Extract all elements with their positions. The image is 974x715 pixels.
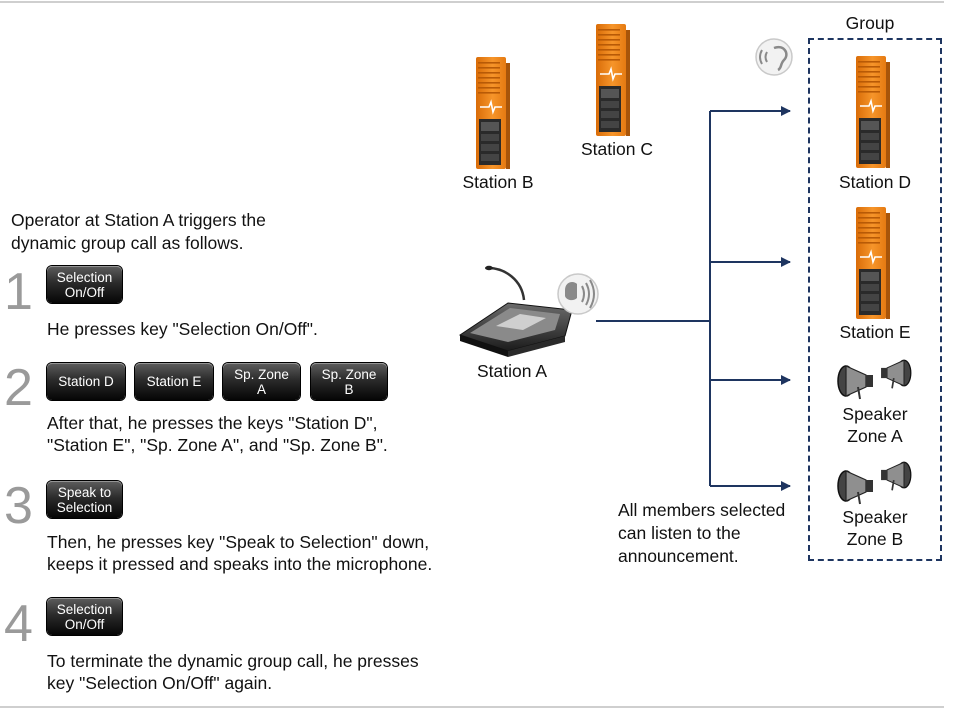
key-selection-on-off[interactable]: Selection On/Off [47,266,122,303]
top-rule [0,1,944,3]
step-1-text: He presses key "Selection On/Off". [47,319,318,339]
key-station-e[interactable]: Station E [135,363,213,400]
step-2-text: After that, he presses the keys "Station… [47,413,388,455]
key-sp-zone-b[interactable]: Sp. Zone B [311,363,387,400]
step-2-number: 2 [4,359,33,417]
listening-icon [755,38,793,76]
station-e-label: Station E [839,322,911,342]
bottom-rule [0,706,944,708]
connection-lines [596,106,791,491]
group-box [808,38,942,561]
key-station-d[interactable]: Station D [47,363,125,400]
intercom-station-icon [475,56,511,170]
station-c-label: Station C [581,139,653,159]
speaker-zone-b-label: Speaker Zone B [842,507,908,549]
group-title: Group [845,13,895,33]
speaker-zone-a-label: Speaker Zone A [842,404,908,446]
step-3-text: Then, he presses key "Speak to Selection… [47,532,433,574]
key-selection-on-off-again[interactable]: Selection On/Off [47,598,122,635]
intercom-station-icon [595,23,631,137]
key-sp-zone-a[interactable]: Sp. Zone A [223,363,300,400]
intro-text: Operator at Station A triggers the dynam… [11,210,266,253]
announcement-note: All members selected can listen to the a… [618,500,786,566]
step-1-number: 1 [4,263,33,321]
key-speak-to-selection[interactable]: Speak to Selection [47,481,122,518]
station-d-label: Station D [839,172,911,192]
step-4-number: 4 [4,595,33,653]
microphone-console-icon [458,265,573,357]
station-a-label: Station A [476,361,548,381]
station-b-label: Station B [462,172,534,192]
step-4-text: To terminate the dynamic group call, he … [47,651,419,693]
speaking-icon [557,273,599,315]
step-3-number: 3 [4,477,33,535]
